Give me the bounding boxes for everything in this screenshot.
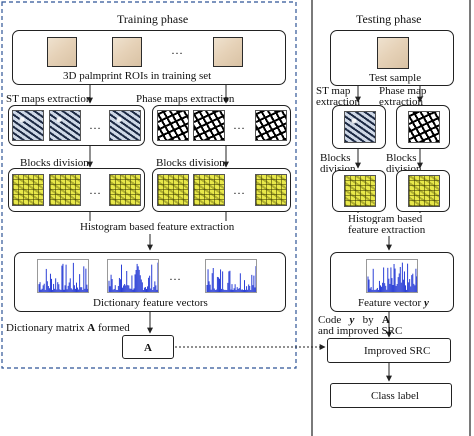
improved-src-box: Improved SRC (327, 338, 451, 363)
dictionary-matrix-label: Dictionary matrix A formed (6, 322, 130, 334)
test-palm-image (377, 37, 409, 69)
test-block-grid-image (344, 175, 376, 207)
test-blocks-right-line1: Blocks (386, 152, 417, 164)
ellipsis: … (89, 118, 102, 132)
code-by: by (362, 314, 374, 326)
phase-map-image (193, 110, 225, 141)
phase-map-extraction-line1: Phase map (379, 85, 427, 97)
test-histogram-plot (366, 259, 418, 293)
st-map-image (109, 110, 141, 141)
test-sample-box: Test sample (330, 30, 454, 86)
feature-vector-text: Feature vector (358, 297, 424, 309)
test-block-grid-image (408, 175, 440, 207)
class-label-text: Class label (371, 390, 419, 402)
ellipsis: … (171, 43, 184, 57)
st-map-image (12, 110, 44, 141)
blocks-division-left-label: Blocks division (20, 157, 89, 169)
phase-map-image (157, 110, 189, 141)
ellipsis: … (89, 183, 102, 197)
matrix-suffix: formed (95, 322, 130, 334)
improved-src-label: Improved SRC (364, 345, 431, 357)
feature-vector-label: Feature vector y (358, 297, 429, 309)
matrix-a-box: A (122, 335, 174, 359)
test-phase-map-image (408, 111, 440, 143)
block-grid-image (109, 174, 141, 206)
test-blocks-left-line1: Blocks (320, 152, 351, 164)
test-blocks-right-box (396, 170, 450, 212)
test-sample-label: Test sample (369, 72, 422, 84)
phase-maps-extraction-label: Phase maps extraction (136, 93, 235, 105)
histogram-extraction-label: Histogram based feature extraction (78, 221, 237, 233)
dictionary-box: … Dictionary feature vectors (14, 252, 286, 312)
code-line1: Code y by A (318, 314, 390, 326)
st-maps-extraction-label: ST maps extraction (6, 93, 92, 105)
blocks-right-box: … (152, 168, 291, 212)
histogram-plot (205, 259, 257, 293)
code-a: A (381, 314, 390, 326)
code-word: Code (318, 314, 342, 326)
block-grid-image (255, 174, 287, 206)
test-histogram-line2: feature extraction (346, 224, 428, 236)
histogram-plot (37, 259, 89, 293)
ellipsis: … (233, 183, 246, 197)
test-phase-box (396, 105, 450, 149)
palm-roi-image (112, 37, 142, 67)
st-map-image (49, 110, 81, 141)
block-grid-image (193, 174, 225, 206)
block-grid-image (157, 174, 189, 206)
feature-vector-symbol: y (423, 297, 429, 309)
code-y: y (349, 314, 355, 326)
palm-roi-image (47, 37, 77, 67)
phase-maps-box: … (152, 105, 291, 146)
class-label-box: Class label (330, 383, 452, 408)
st-maps-box: … (8, 105, 145, 146)
blocks-left-box: … (8, 168, 145, 212)
phase-map-image (255, 110, 287, 141)
test-st-box (332, 105, 386, 149)
test-blocks-left-box (332, 170, 386, 212)
st-map-extraction-line1: ST map (316, 85, 351, 97)
training-phase-title: Training phase (117, 12, 189, 26)
test-histogram-line1: Histogram based (346, 213, 425, 225)
training-rois-label: 3D palmprint ROIs in training set (63, 70, 212, 82)
histogram-plot (107, 259, 159, 293)
block-grid-image (49, 174, 81, 206)
test-st-map-image (344, 111, 376, 143)
dictionary-label: Dictionary feature vectors (93, 297, 208, 309)
feature-vector-box: Feature vector y (330, 252, 454, 312)
training-roi-box: … 3D palmprint ROIs in training set (12, 30, 286, 85)
ellipsis: … (169, 269, 182, 283)
matrix-prefix: Dictionary matrix (6, 322, 88, 334)
ellipsis: … (233, 118, 246, 132)
block-grid-image (12, 174, 44, 206)
testing-phase-title: Testing phase (356, 12, 422, 26)
code-line2: and improved SRC (318, 325, 403, 337)
matrix-a-text: A (144, 342, 152, 354)
matrix-symbol: A (87, 322, 96, 334)
blocks-division-right-label: Blocks division (156, 157, 225, 169)
training-region (1, 1, 297, 369)
palm-roi-image (213, 37, 243, 67)
